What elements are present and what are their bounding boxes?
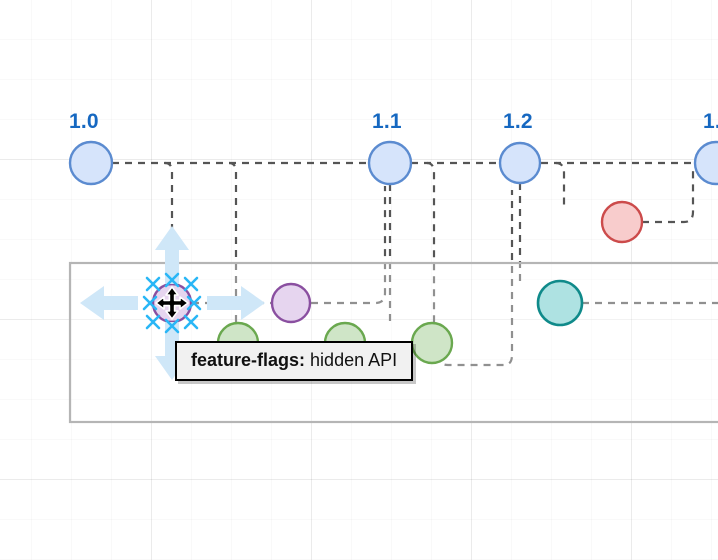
version-label-1-2: 1.2 — [503, 110, 533, 133]
node-green-3[interactable] — [410, 321, 454, 365]
edge-11-green3 — [426, 161, 436, 325]
node-selected[interactable] — [151, 282, 193, 324]
tooltip-value: hidden API — [310, 350, 398, 370]
edge-purple-up — [311, 186, 387, 305]
version-label-1-next: 1. — [703, 110, 718, 133]
edge-to-green-1 — [228, 161, 238, 325]
edge-to-selected — [152, 161, 174, 305]
node-tooltip: feature-flags: hidden API — [175, 341, 414, 381]
node-version-1-2[interactable] — [498, 141, 542, 185]
node-teal[interactable] — [536, 279, 584, 327]
node-version-1-1[interactable] — [367, 140, 413, 186]
edge-lower-return — [432, 190, 514, 367]
node-version-1-0[interactable] — [68, 140, 114, 186]
version-label-1-1: 1.1 — [372, 110, 402, 133]
node-purple[interactable] — [270, 282, 312, 324]
tooltip-key: feature-flags: — [191, 350, 306, 370]
edge-12-red — [555, 161, 566, 205]
version-label-1-0: 1.0 — [69, 110, 99, 133]
node-red[interactable] — [600, 200, 644, 244]
node-version-1-next[interactable] — [693, 140, 718, 186]
